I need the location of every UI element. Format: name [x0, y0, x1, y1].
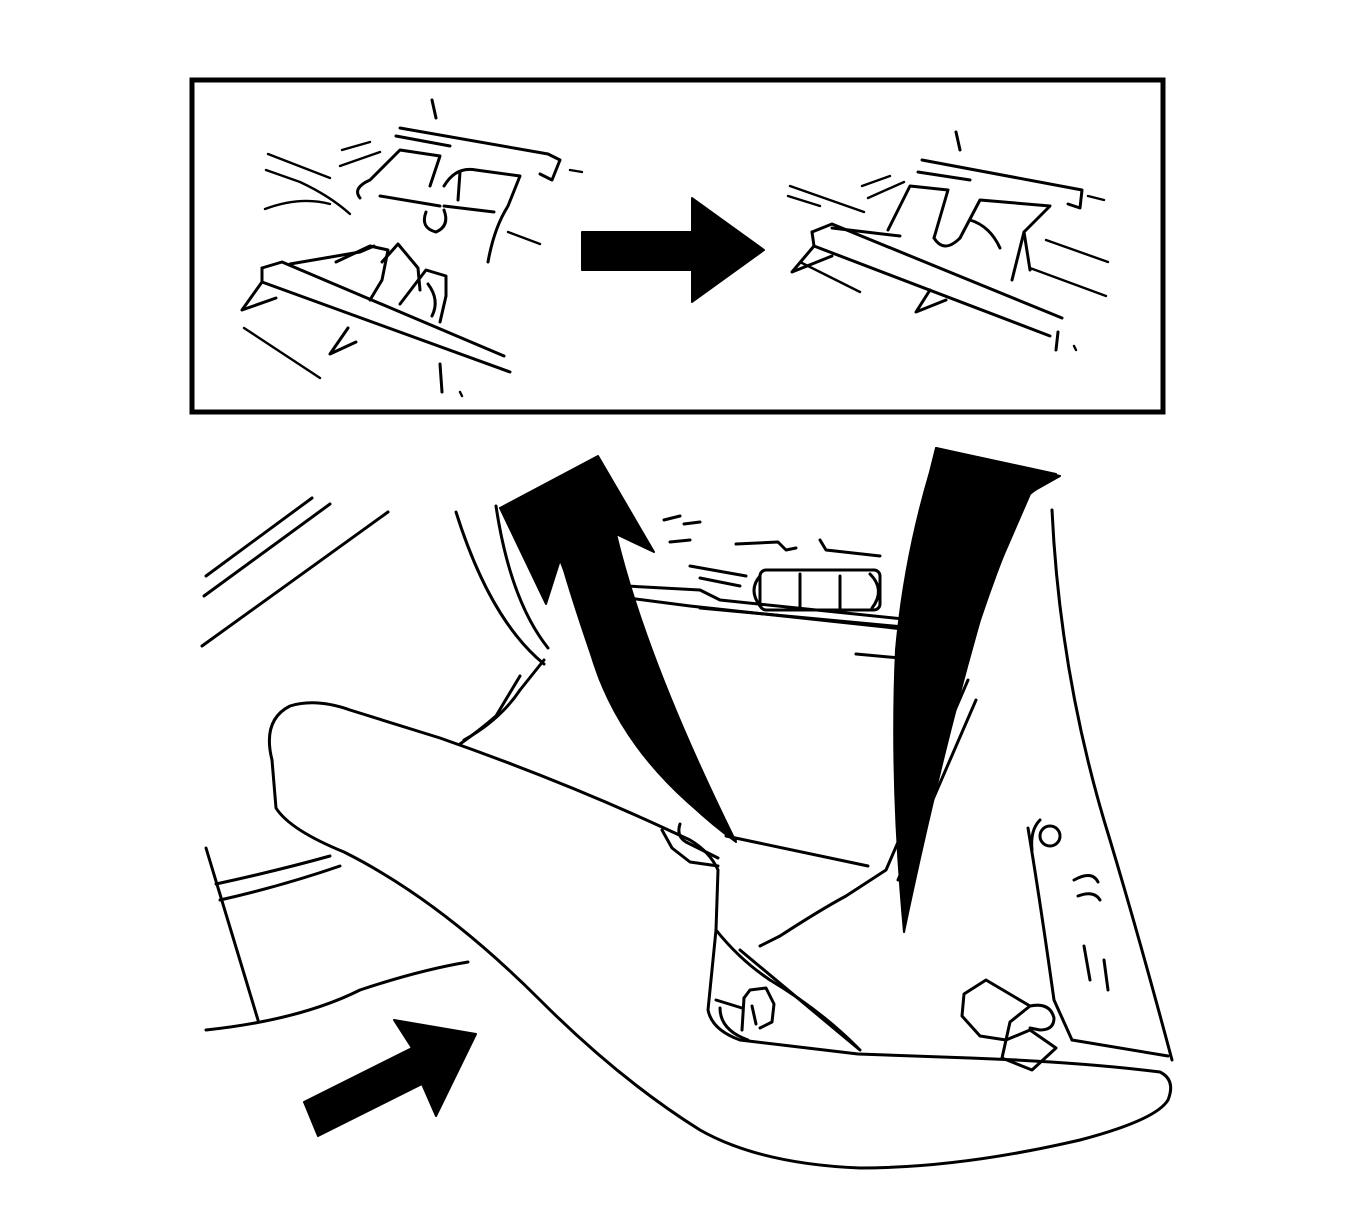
sequence-arrow-icon [581, 197, 765, 303]
inset-before-detail [240, 98, 584, 398]
dash-panel-lines [200, 496, 550, 746]
push-arrow-icon [303, 1019, 477, 1137]
glove-box-door [204, 701, 1173, 1170]
dash-right-panel [1026, 508, 1174, 1062]
detail-inset [189, 77, 1166, 415]
main-illustration [200, 447, 1174, 1170]
inset-after-detail [786, 130, 1110, 352]
